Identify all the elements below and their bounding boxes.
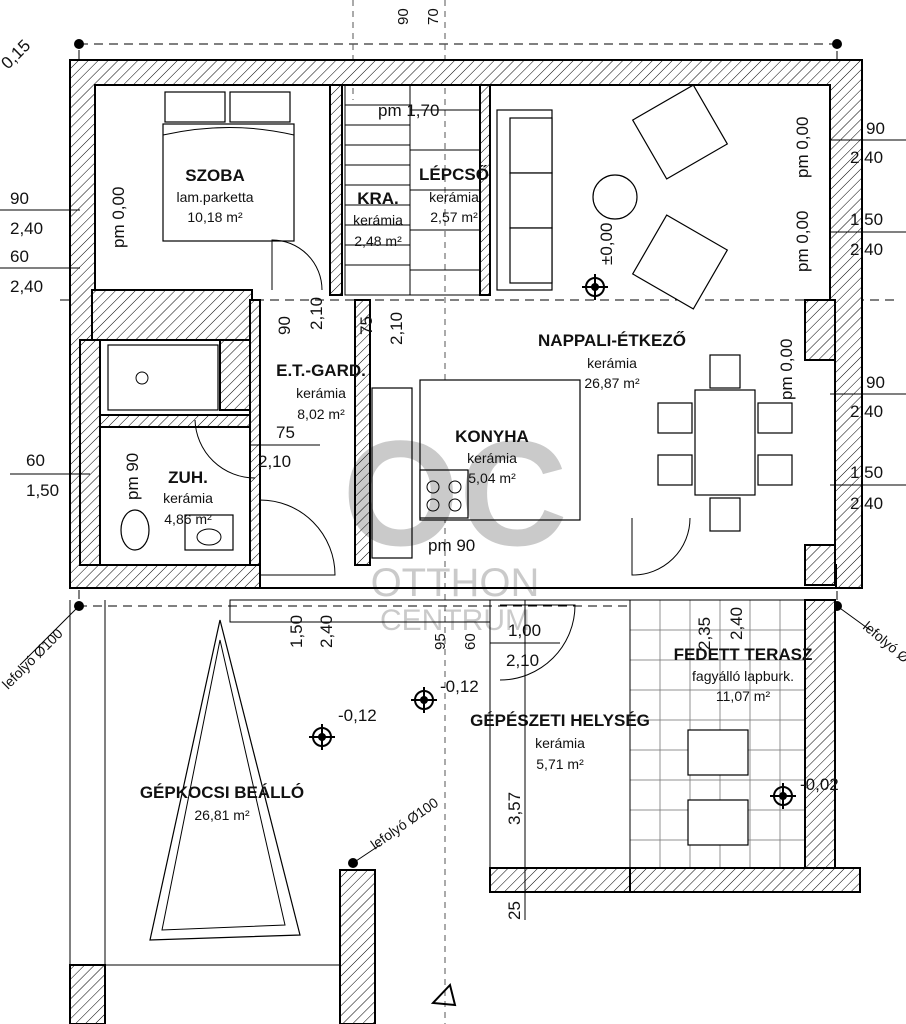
room-zuh-material: kerámia	[163, 490, 213, 506]
room-lepcso-material: kerámia	[429, 189, 479, 205]
watermark-logo: OC	[343, 409, 568, 577]
room-gepeszeti-name: GÉPÉSZETI HELYSÉG	[470, 711, 650, 730]
watermark-line1: OTTHON	[371, 561, 540, 605]
level-minus012b: -0,12	[440, 677, 479, 696]
room-gepeszeti-area: 5,71 m²	[536, 756, 584, 772]
room-gard-material: kerámia	[296, 385, 346, 401]
armchairs	[592, 84, 729, 310]
level-zuh: pm 90	[123, 453, 142, 500]
dim-right-150a: 1,50	[850, 210, 883, 229]
room-kamra-material: kerámia	[353, 212, 403, 228]
level-konyha: pm 90	[428, 536, 475, 555]
dim-left-240: 2,40	[10, 219, 43, 238]
kitchen-counter	[371, 379, 581, 559]
dim-right-240b: 2,40	[850, 240, 883, 259]
dim-kra-210b: 2,10	[387, 312, 406, 345]
dim-top-a: 90	[395, 8, 412, 25]
level-left: pm 0,00	[109, 187, 128, 248]
room-kamra-name: KRA.	[357, 189, 399, 208]
dim-gep-95: 95	[432, 633, 449, 650]
stair	[344, 84, 481, 296]
level-right-low: pm 0,00	[777, 339, 796, 400]
dim-gep-210: 2,10	[506, 651, 539, 670]
dim-door-240: 2,40	[317, 615, 336, 648]
sofa	[496, 109, 553, 291]
room-kamra-area: 2,48 m²	[354, 233, 402, 249]
room-gepkocsi-area: 26,81 m²	[194, 807, 250, 823]
room-szoba-area: 10,18 m²	[187, 209, 243, 225]
dim-left-90: 90	[10, 189, 29, 208]
room-nappali-name: NAPPALI-ÉTKEZŐ	[538, 331, 686, 350]
watermark: OC OTTHON CENTRUM	[343, 409, 568, 637]
watermark-line2: CENTRUM	[380, 604, 530, 637]
dim-left-240b: 2,40	[10, 277, 43, 296]
room-szoba-material: lam.parketta	[176, 189, 253, 205]
level-markers	[309, 274, 796, 868]
dim-kra-90: 90	[275, 316, 294, 335]
room-konyha-area: 5,04 m²	[468, 470, 516, 486]
level-zero: ±0,00	[597, 223, 616, 265]
room-terasz-area: 11,07 m²	[716, 688, 771, 704]
level-right-mid: pm 0,00	[793, 211, 812, 272]
drain-left: lefolyó Ø100	[0, 625, 66, 692]
level-stair: pm 1,70	[378, 101, 439, 120]
dim-gard-210: 2,10	[258, 452, 291, 471]
dim-gep-357: 3,57	[505, 792, 524, 825]
room-szoba-name: SZOBA	[185, 166, 245, 185]
room-zuh-area: 4,86 m²	[164, 511, 212, 527]
dim-gep-25: 25	[505, 901, 524, 920]
room-terasz-name: FEDETT TERASZ	[674, 645, 813, 664]
bed	[162, 91, 295, 242]
entrance-arrow	[430, 982, 457, 1007]
dim-kra-210: 2,10	[307, 297, 326, 330]
room-konyha-name: KONYHA	[455, 427, 529, 446]
dim-gard-75: 75	[276, 423, 295, 442]
level-minus012a: -0,12	[338, 706, 377, 725]
lower-structures	[69, 599, 631, 1024]
interior-walls	[79, 84, 836, 586]
level-plus015: 0,15	[0, 36, 34, 73]
room-gepeszeti-material: kerámia	[535, 735, 585, 751]
dim-ter-240: 2,40	[727, 607, 746, 640]
room-gard-area: 8,02 m²	[297, 406, 345, 422]
drain-mid: lefolyó Ø100	[368, 794, 442, 852]
dim-right-240d: 2,40	[850, 494, 883, 513]
dimension-texts: 90 70 90 2,40 60 2,40 60 1,50 90 2,40 1,…	[0, 8, 906, 920]
dim-right-90b: 90	[866, 373, 885, 392]
dining-table	[657, 354, 793, 532]
room-konyha-material: kerámia	[467, 450, 517, 466]
room-terasz-material: fagyálló lapburk.	[692, 668, 794, 684]
bathroom-fixtures	[107, 344, 234, 551]
dim-right-240c: 2,40	[850, 402, 883, 421]
room-labels: SZOBA lam.parketta 10,18 m² KRA. kerámia…	[140, 165, 813, 823]
dim-top-b: 70	[425, 8, 442, 25]
dim-door-150: 1,50	[287, 615, 306, 648]
dim-left-60: 60	[10, 247, 29, 266]
doors	[194, 239, 691, 681]
room-zuh-name: ZUH.	[168, 468, 208, 487]
level-minus002: -0,02	[800, 775, 839, 794]
drain-right: lefolyó Ø	[860, 618, 906, 666]
dim-ter-235: 2,35	[695, 617, 714, 650]
room-lepcso-area: 2,57 m²	[430, 209, 478, 225]
room-lepcso-name: LÉPCSŐ	[419, 165, 489, 184]
dim-right-150b: 1,50	[850, 463, 883, 482]
level-right-top: pm 0,00	[793, 117, 812, 178]
dim-kra-75: 75	[357, 316, 376, 335]
dim-right-240a: 2,40	[850, 148, 883, 167]
room-gepkocsi-name: GÉPKOCSI BEÁLLÓ	[140, 783, 304, 802]
dim-zuh-60: 60	[26, 451, 45, 470]
dim-gep-60: 60	[462, 633, 479, 650]
room-nappali-material: kerámia	[587, 355, 637, 371]
dim-zuh-150: 1,50	[26, 481, 59, 500]
room-nappali-area: 26,87 m²	[584, 375, 640, 391]
terrace	[629, 599, 861, 893]
dim-right-90a: 90	[866, 119, 885, 138]
room-gard-name: E.T.-GARD.	[276, 361, 366, 380]
